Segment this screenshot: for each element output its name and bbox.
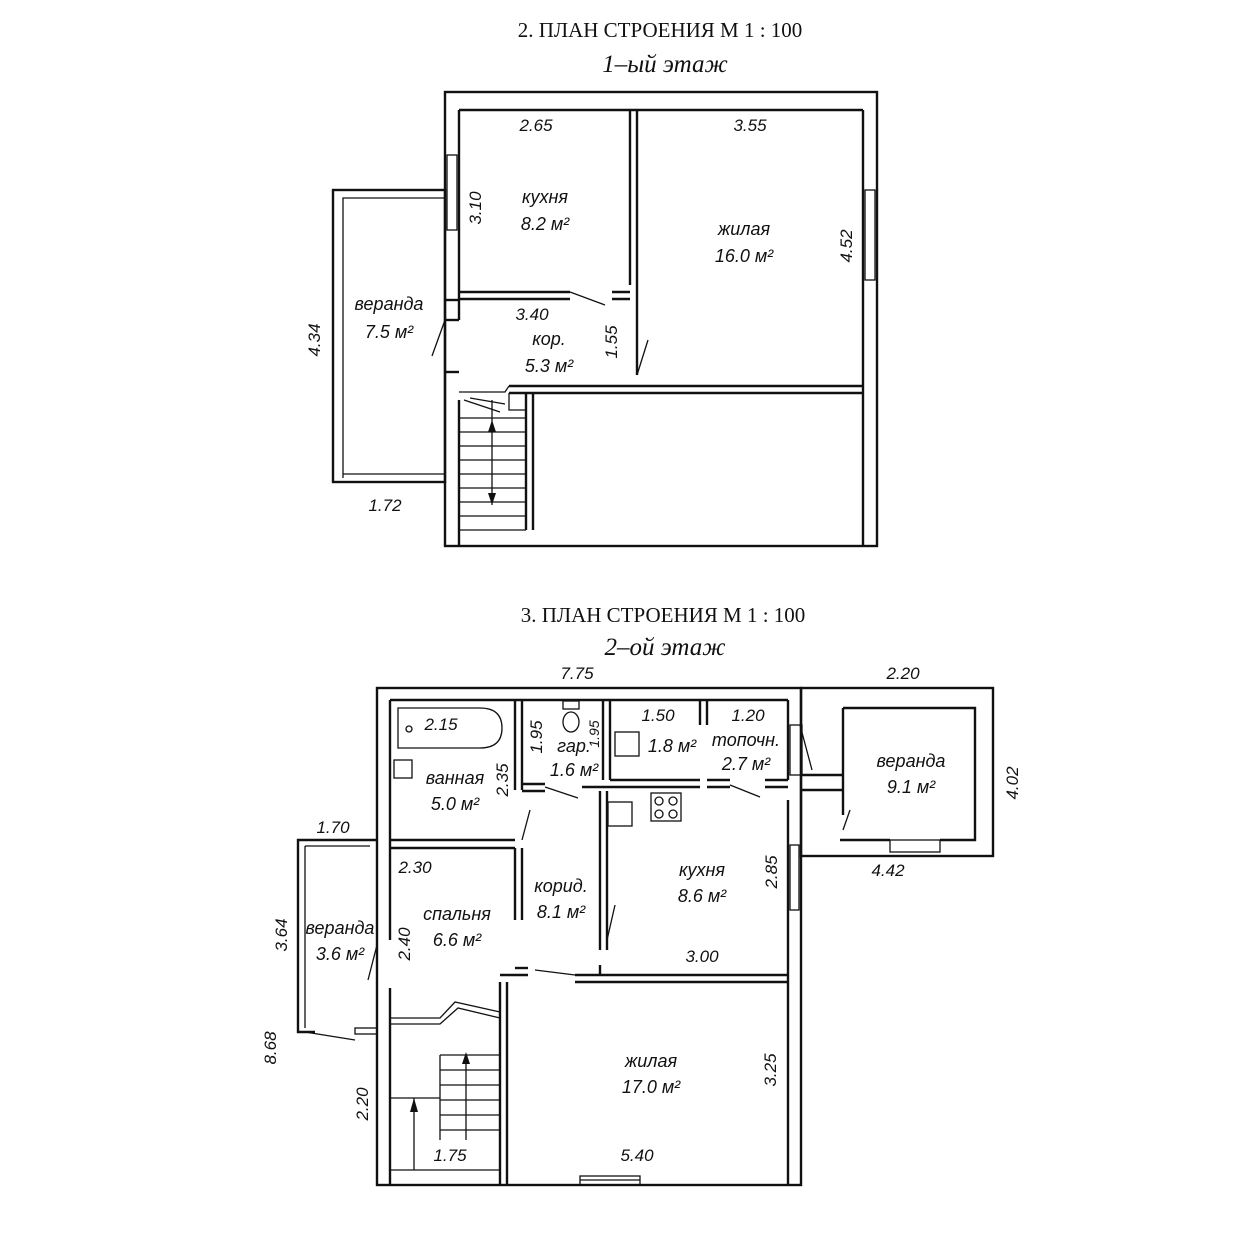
dimension-label: 2.65 bbox=[518, 116, 553, 135]
room-name: корид. bbox=[534, 876, 587, 896]
dimension-label: 1.55 bbox=[602, 325, 621, 359]
dimension-label: 3.40 bbox=[515, 305, 549, 324]
room-name: веранда bbox=[355, 294, 424, 314]
dimension-label: 1.75 bbox=[433, 1146, 467, 1165]
room-area: 8.1 м² bbox=[537, 902, 586, 922]
room-name: кор. bbox=[532, 329, 566, 349]
room-area: 9.1 м² bbox=[887, 777, 936, 797]
room-name: топочн. bbox=[712, 730, 780, 750]
dimension-label: 4.34 bbox=[305, 323, 324, 356]
room-area: 2.7 м² bbox=[721, 754, 771, 774]
room-area: 17.0 м² bbox=[622, 1077, 681, 1097]
room-name: гар. bbox=[557, 736, 591, 756]
toilet-icon bbox=[562, 711, 580, 733]
dimension-label: 4.02 bbox=[1003, 766, 1022, 800]
plan-1-walls bbox=[431, 90, 879, 548]
dimension-label: 1.50 bbox=[641, 706, 675, 725]
dimension-label: 1.95 bbox=[586, 720, 602, 747]
plan-1-veranda bbox=[331, 188, 447, 484]
dimension-label: 2.40 bbox=[395, 927, 414, 962]
plan-2: 3. ПЛАН СТРОЕНИЯ М 1 : 100 2–ой этаж bbox=[261, 603, 1022, 1187]
dimension-label: 3.00 bbox=[685, 947, 719, 966]
room-area: 3.6 м² bbox=[316, 944, 365, 964]
dimension-label: 3.10 bbox=[466, 191, 485, 225]
room-area: 5.0 м² bbox=[431, 794, 480, 814]
dimension-label: 1.72 bbox=[368, 496, 402, 515]
room-area: 1.8 м² bbox=[648, 736, 697, 756]
dimension-label: 2.15 bbox=[423, 715, 458, 734]
room-name: кухня bbox=[679, 860, 725, 880]
room-area: 8.2 м² bbox=[521, 214, 570, 234]
dimension-label: 3.64 bbox=[272, 918, 291, 951]
plan-1-subtitle: 1–ый этаж bbox=[602, 51, 728, 78]
bathtub-icon bbox=[397, 707, 503, 749]
plan-2-veranda-right bbox=[789, 686, 995, 858]
dimension-label: 1.95 bbox=[527, 720, 546, 754]
dimension-label: 2.35 bbox=[493, 763, 512, 798]
dimension-label: 4.52 bbox=[837, 229, 856, 263]
dimension-label: 2.85 bbox=[762, 855, 781, 890]
room-name: ванная bbox=[426, 768, 485, 788]
sink-icon bbox=[614, 731, 640, 757]
room-name: спальня bbox=[423, 904, 491, 924]
room-name: веранда bbox=[306, 918, 375, 938]
dimension-label: 1.70 bbox=[316, 818, 350, 837]
dimension-label: 7.75 bbox=[560, 664, 594, 683]
room-area: 1.6 м² bbox=[550, 760, 599, 780]
kitchen-sink-icon bbox=[607, 801, 633, 827]
room-name: кухня bbox=[522, 187, 568, 207]
plan-1-stairs bbox=[459, 397, 526, 517]
plan-2-subtitle: 2–ой этаж bbox=[604, 634, 725, 661]
dimension-label: 3.25 bbox=[761, 1053, 780, 1087]
plan-1-title: 2. ПЛАН СТРОЕНИЯ М 1 : 100 bbox=[518, 18, 803, 42]
room-name: жилая bbox=[717, 219, 771, 239]
plan-2-veranda-left bbox=[296, 838, 378, 1041]
room-area: 8.6 м² bbox=[678, 886, 727, 906]
plan-2-title: 3. ПЛАН СТРОЕНИЯ М 1 : 100 bbox=[521, 603, 806, 627]
room-area: 16.0 м² bbox=[715, 246, 774, 266]
dimension-label: 2.30 bbox=[397, 858, 432, 877]
dimension-label: 2.20 bbox=[885, 664, 920, 683]
stove-icon bbox=[650, 792, 682, 822]
room-name: веранда bbox=[877, 751, 946, 771]
dimension-label: 3.55 bbox=[733, 116, 767, 135]
dimension-label: 8.68 bbox=[261, 1031, 280, 1065]
plan-1: 2. ПЛАН СТРОЕНИЯ М 1 : 100 1–ый этаж bbox=[305, 18, 879, 548]
dimension-label: 1.20 bbox=[731, 706, 765, 725]
plan-2-walls bbox=[367, 686, 803, 1187]
room-area: 6.6 м² bbox=[433, 930, 482, 950]
sink-icon bbox=[393, 759, 413, 779]
dimension-label: 2.20 bbox=[353, 1087, 372, 1122]
room-area: 5.3 м² bbox=[525, 356, 574, 376]
room-area: 7.5 м² bbox=[365, 322, 414, 342]
dimension-label: 4.42 bbox=[871, 861, 905, 880]
room-name: жилая bbox=[624, 1051, 678, 1071]
dimension-label: 5.40 bbox=[620, 1146, 654, 1165]
